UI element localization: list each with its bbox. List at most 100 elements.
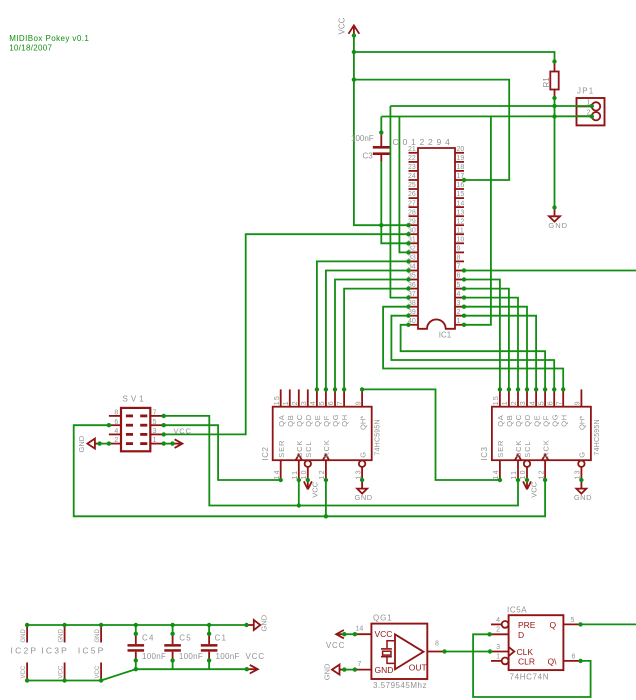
svg-text:D: D [518, 630, 524, 640]
svg-text:QA: QA [496, 415, 505, 427]
svg-text:9: 9 [575, 400, 582, 405]
svg-text:31: 31 [408, 237, 416, 244]
svg-text:2: 2 [292, 400, 299, 405]
svg-text:14: 14 [493, 469, 500, 479]
svg-text:19: 19 [457, 155, 465, 162]
svg-text:G: G [578, 452, 587, 458]
svg-text:12: 12 [538, 469, 545, 479]
svg-text:QG: QG [331, 414, 340, 427]
svg-text:GND: GND [323, 663, 332, 680]
svg-text:1: 1 [587, 100, 591, 107]
svg-text:9: 9 [457, 246, 461, 253]
svg-text:IC2: IC2 [261, 447, 270, 461]
svg-text:74HC74N: 74HC74N [510, 673, 550, 682]
svg-text:SER: SER [496, 440, 505, 458]
svg-text:VCC: VCC [375, 629, 393, 639]
svg-text:QE: QE [313, 415, 322, 427]
svg-text:R1: R1 [542, 77, 551, 88]
svg-text:QC: QC [295, 414, 304, 427]
svg-text:VCC: VCC [174, 426, 192, 435]
svg-text:SCK: SCK [295, 440, 304, 458]
svg-text:GND: GND [21, 629, 27, 643]
svg-text:C4: C4 [142, 634, 155, 643]
svg-text:12: 12 [319, 469, 326, 479]
svg-text:27: 27 [408, 200, 416, 207]
svg-text:GND: GND [574, 493, 592, 502]
svg-text:GND: GND [58, 629, 64, 643]
svg-text:IC2P: IC2P [11, 645, 39, 655]
svg-text:1: 1 [153, 437, 157, 444]
svg-text:QF: QF [541, 415, 550, 427]
svg-text:5: 5 [538, 400, 545, 405]
svg-text:25: 25 [408, 182, 416, 189]
svg-text:36: 36 [408, 282, 416, 289]
svg-text:2: 2 [457, 309, 461, 316]
svg-text:IC1: IC1 [439, 331, 452, 340]
svg-text:4: 4 [496, 617, 500, 624]
svg-text:34: 34 [408, 264, 416, 271]
svg-text:VCC: VCC [246, 652, 265, 661]
svg-text:C5: C5 [179, 634, 192, 643]
svg-text:6: 6 [547, 400, 554, 405]
svg-text:1: 1 [502, 400, 509, 405]
svg-text:16: 16 [457, 182, 465, 189]
svg-text:39: 39 [408, 309, 416, 316]
svg-text:CLK: CLK [517, 647, 534, 657]
svg-text:74HC595N: 74HC595N [375, 419, 382, 455]
svg-text:100nF: 100nF [179, 652, 203, 661]
svg-text:7: 7 [337, 400, 344, 405]
svg-text:23: 23 [408, 164, 416, 171]
svg-text:12: 12 [457, 218, 465, 225]
svg-text:VCC: VCC [21, 665, 27, 678]
svg-text:5: 5 [571, 617, 575, 624]
svg-text:1: 1 [457, 318, 461, 325]
svg-text:13: 13 [457, 209, 465, 216]
svg-text:18: 18 [457, 164, 465, 171]
svg-text:QD: QD [304, 414, 313, 427]
svg-text:6: 6 [457, 273, 461, 280]
svg-text:VCC: VCC [326, 641, 345, 650]
svg-text:13: 13 [355, 469, 362, 479]
svg-text:VCC: VCC [310, 481, 319, 497]
svg-text:11: 11 [457, 227, 464, 234]
svg-text:QB: QB [505, 415, 514, 427]
svg-text:3: 3 [457, 300, 461, 307]
svg-text:2: 2 [511, 400, 518, 405]
svg-text:10: 10 [301, 469, 308, 479]
svg-text:VCC: VCC [58, 665, 64, 678]
svg-text:SCK: SCK [514, 440, 523, 458]
svg-text:21: 21 [408, 146, 416, 153]
svg-text:5: 5 [319, 400, 326, 405]
svg-text:4: 4 [457, 291, 461, 298]
svg-text:QG1: QG1 [373, 613, 393, 622]
svg-text:GND: GND [355, 493, 373, 502]
svg-text:100nF: 100nF [142, 652, 166, 661]
svg-text:GND: GND [260, 614, 269, 631]
svg-text:3: 3 [153, 428, 157, 435]
svg-text:SER: SER [277, 440, 286, 458]
svg-text:5: 5 [153, 419, 157, 426]
svg-text:SV1: SV1 [123, 395, 147, 404]
svg-text:3: 3 [496, 644, 500, 651]
svg-text:IC5P: IC5P [78, 645, 106, 655]
svg-text:C3: C3 [363, 151, 374, 160]
svg-text:100nF: 100nF [216, 652, 240, 661]
svg-text:14: 14 [274, 469, 281, 479]
svg-text:3: 3 [301, 400, 308, 405]
svg-text:14: 14 [356, 625, 364, 632]
svg-text:37: 37 [408, 291, 416, 298]
svg-text:2: 2 [496, 627, 500, 634]
svg-text:74HC595N: 74HC595N [594, 419, 601, 455]
svg-text:6: 6 [328, 400, 335, 405]
svg-text:VCC: VCC [95, 665, 101, 678]
svg-text:4: 4 [310, 400, 317, 405]
svg-text:MIDIBox Pokey v0.1: MIDIBox Pokey v0.1 [9, 34, 89, 43]
svg-text:OUT: OUT [409, 663, 427, 673]
svg-text:13: 13 [575, 469, 582, 479]
svg-text:IC3: IC3 [480, 447, 489, 461]
svg-text:10: 10 [520, 469, 527, 479]
svg-text:VCC: VCC [338, 17, 347, 34]
svg-text:IC5A: IC5A [507, 605, 527, 614]
svg-text:11: 11 [292, 470, 299, 480]
svg-text:RCK: RCK [541, 439, 550, 458]
